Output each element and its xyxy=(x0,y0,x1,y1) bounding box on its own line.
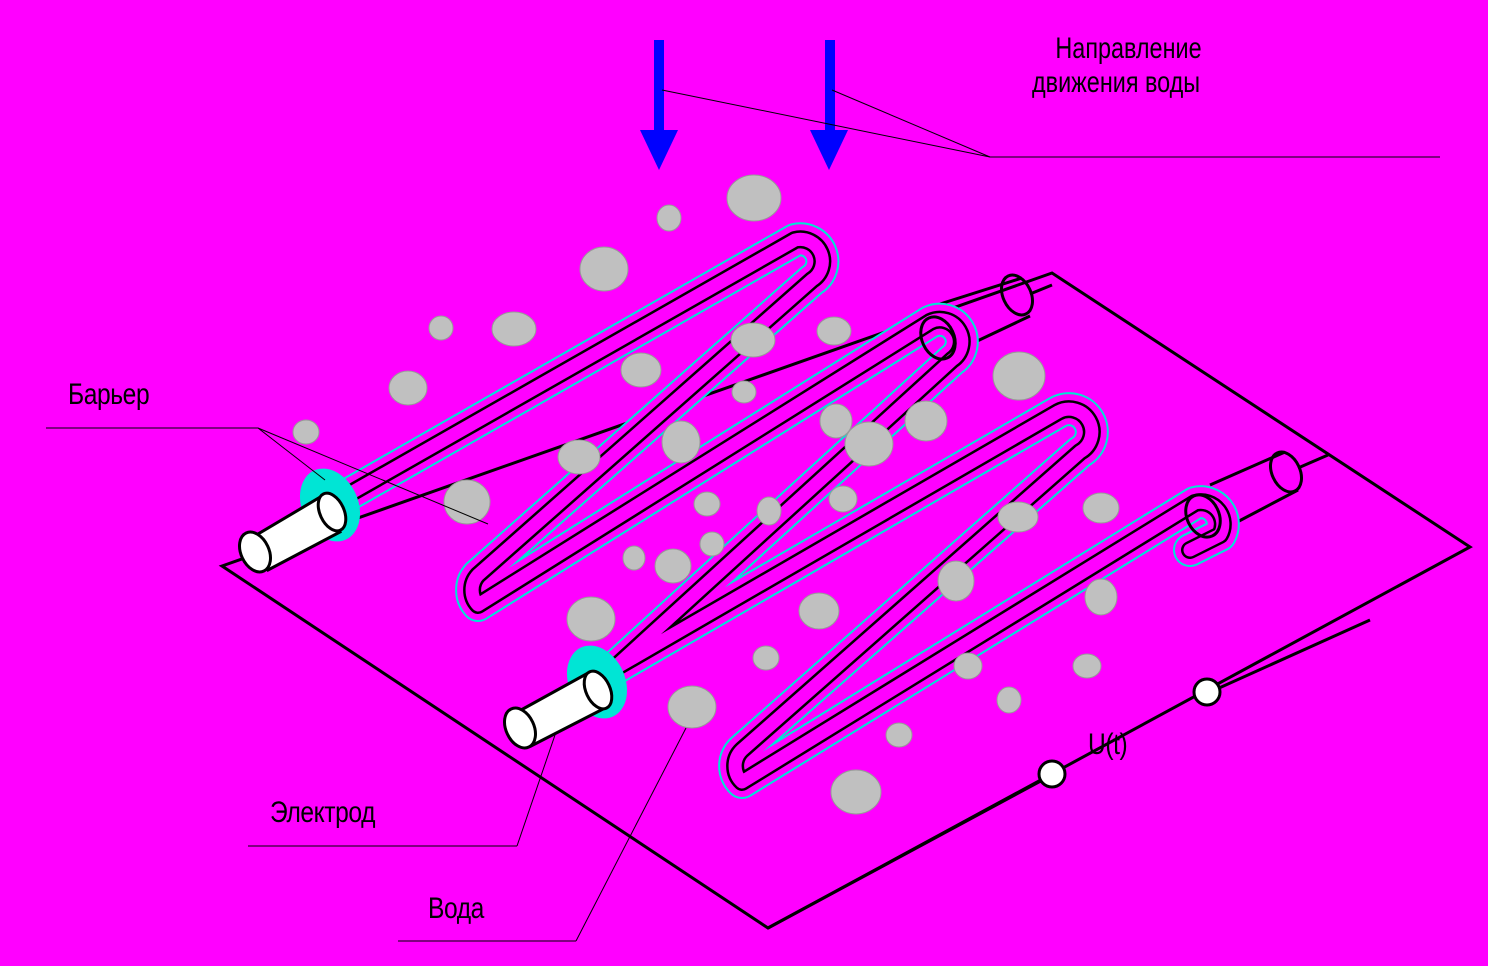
base-plate xyxy=(218,271,1473,930)
voltage-terminals xyxy=(767,618,1371,930)
electrode-leader-lines xyxy=(248,734,556,847)
flow-direction-line2: движения воды xyxy=(1032,65,1201,99)
barrier-tube xyxy=(313,222,1240,799)
electrode-end-1 xyxy=(238,468,361,574)
flow-arrow-right xyxy=(810,40,848,170)
electrode-label: Электрод xyxy=(270,796,376,829)
water-droplets xyxy=(292,174,1120,815)
flow-arrow-left xyxy=(640,40,678,170)
flow-leader-lines xyxy=(661,89,1440,158)
barrier-leader-lines xyxy=(46,427,489,525)
electrode-end-2 xyxy=(503,645,628,750)
water-label: Вода xyxy=(428,892,484,925)
voltage-label: U(t) xyxy=(1088,728,1128,761)
water-leader-lines xyxy=(398,727,687,942)
flow-direction-line1: Направление xyxy=(1055,32,1202,65)
barrier-label: Барьер xyxy=(68,378,150,411)
terminal-2 xyxy=(1192,677,1222,707)
terminal-1 xyxy=(1037,759,1067,789)
flow-direction-label: Направление движения воды xyxy=(1032,32,1202,99)
